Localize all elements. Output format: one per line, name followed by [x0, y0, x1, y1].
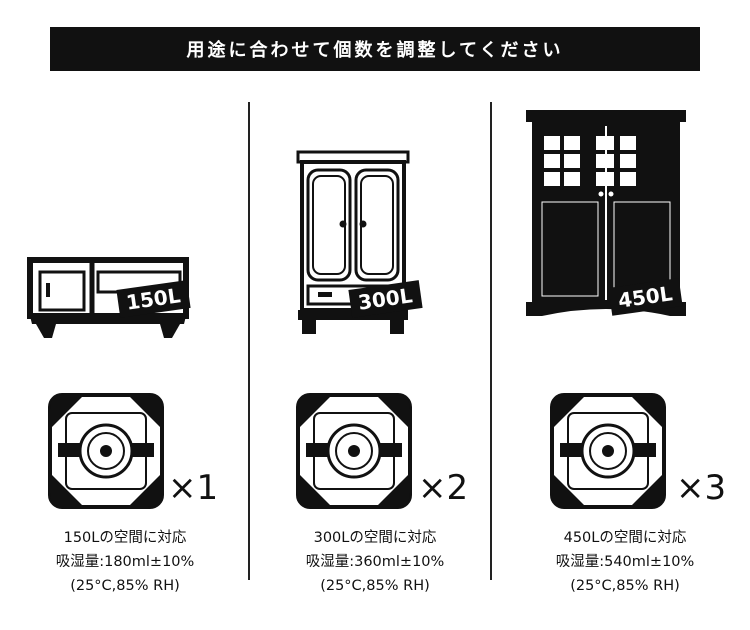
instruction-banner: 用途に合わせて個数を調整してください [50, 27, 700, 71]
option-column-300l: 300L ×2 300Lの空間に対応 吸湿量:360ml±10% (25°C,8… [250, 90, 500, 610]
test-condition-text: (25°C,85% RH) [70, 578, 180, 594]
cabinet-icon [526, 110, 686, 316]
option-column-450l: 450L ×3 450Lの空間に対応 吸湿量:540ml±10% (25°C,8… [500, 90, 750, 610]
column-divider [490, 102, 492, 580]
test-condition-text: (25°C,85% RH) [570, 578, 680, 594]
capacity-description: 150Lの空間に対応 吸湿量:180ml±10% (25°C,85% RH) [0, 526, 250, 598]
dehumidifier-box-icon [550, 393, 666, 509]
quantity-multiplier: ×2 [418, 468, 469, 508]
column-divider [248, 102, 250, 580]
option-column-150l: 150L ×1 150Lの空間に対応 吸湿量:180ml±10% (25°C,8… [0, 90, 250, 610]
absorption-amount-text: 吸湿量:540ml±10% [555, 554, 695, 570]
absorption-amount-text: 吸湿量:180ml±10% [55, 554, 195, 570]
space-coverage-text: 150Lの空間に対応 [63, 530, 187, 546]
space-coverage-text: 450Lの空間に対応 [563, 530, 687, 546]
quantity-multiplier: ×1 [168, 468, 219, 508]
absorption-amount-text: 吸湿量:360ml±10% [305, 554, 445, 570]
test-condition-text: (25°C,85% RH) [320, 578, 430, 594]
banner-title: 用途に合わせて個数を調整してください [186, 40, 564, 61]
dehumidifier-box-icon [48, 393, 164, 509]
quantity-multiplier: ×3 [676, 468, 727, 508]
space-coverage-text: 300Lの空間に対応 [313, 530, 437, 546]
dehumidifier-box-icon [296, 393, 412, 509]
capacity-description: 450Lの空間に対応 吸湿量:540ml±10% (25°C,85% RH) [500, 526, 750, 598]
capacity-description: 300Lの空間に対応 吸湿量:360ml±10% (25°C,85% RH) [250, 526, 500, 598]
